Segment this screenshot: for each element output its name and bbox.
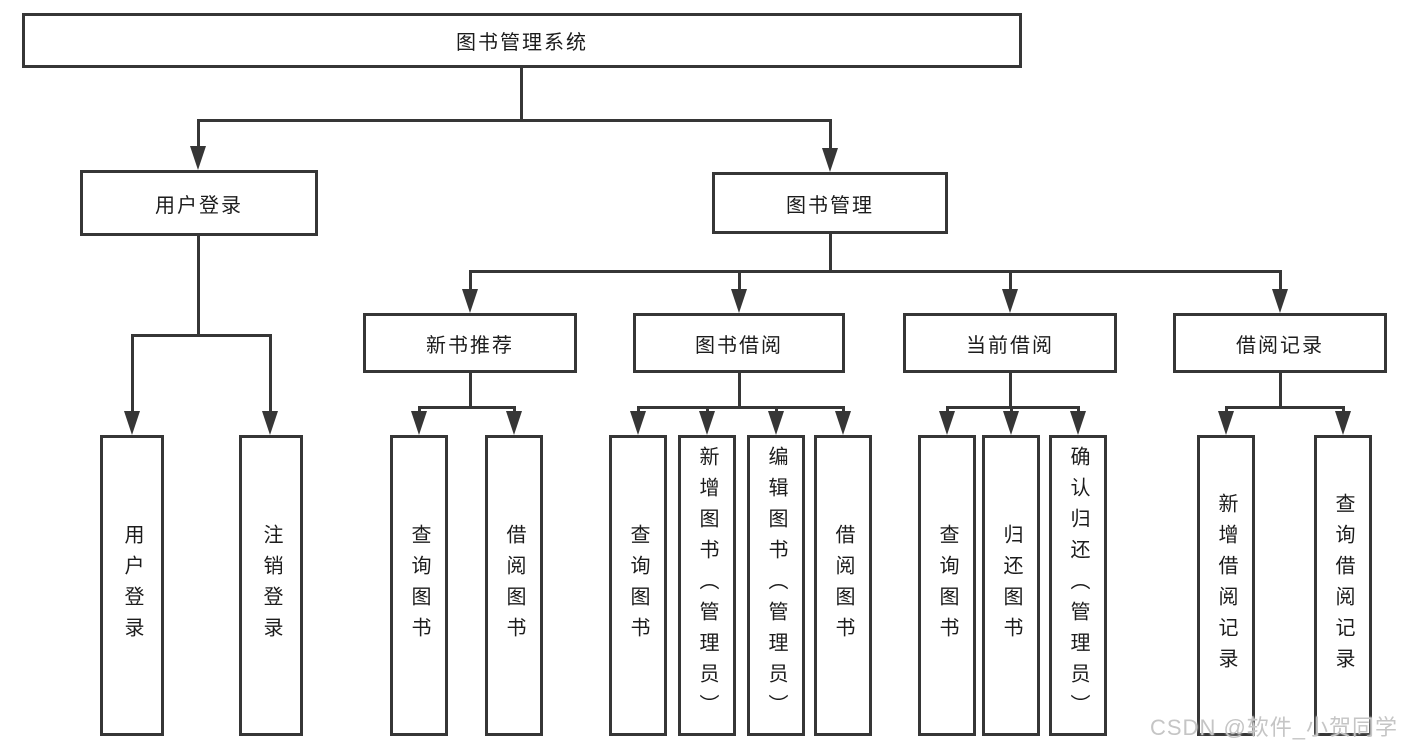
connector-root-to-userlogin	[197, 119, 200, 148]
leaf-newbook-borrow-books: 借阅图书	[485, 435, 543, 736]
connector-borrowing-stem	[738, 373, 741, 409]
leaf-borrowing-add-books-admin-label: 新增图书（管理员）	[696, 446, 718, 725]
node-book-management: 图书管理	[712, 172, 948, 234]
arrow-to-bb-borrow-books	[835, 411, 851, 435]
arrow-to-cb-query-books	[939, 411, 955, 435]
arrow-to-leaf-user-login	[124, 411, 140, 435]
leaf-borrowing-add-books-admin: 新增图书（管理员）	[678, 435, 736, 736]
arrow-to-current-borrowing	[1002, 289, 1018, 313]
connector-to-leaf-user-login	[131, 334, 134, 413]
connector-to-cb-return	[1010, 406, 1013, 413]
arrow-to-book-borrowing	[731, 289, 747, 313]
node-user-login-branch-label: 用户登录	[155, 194, 243, 217]
arrow-to-bb-add-books	[699, 411, 715, 435]
arrow-to-book-management	[822, 148, 838, 172]
leaf-borrowing-borrow-books: 借阅图书	[814, 435, 872, 736]
arrow-to-cb-confirm-return	[1070, 411, 1086, 435]
leaf-records-add-record: 新增借阅记录	[1197, 435, 1255, 736]
connector-root-to-bookmgmt	[829, 119, 832, 150]
connector-to-br-add	[1225, 406, 1228, 413]
node-book-borrowing-label: 图书借阅	[695, 334, 783, 357]
connector-to-leaf-logout	[269, 334, 272, 413]
leaf-current-query-books-label: 查询图书	[936, 523, 958, 648]
leaf-logout: 注销登录	[239, 435, 303, 736]
leaf-newbook-query-books: 查询图书	[390, 435, 448, 736]
leaf-borrowing-query-books-label: 查询图书	[627, 523, 649, 648]
arrow-to-br-add-record	[1218, 411, 1234, 435]
connector-userlogin-span	[131, 334, 272, 337]
leaf-current-confirm-return-admin-label: 确认归还（管理员）	[1067, 446, 1089, 725]
connector-bookmgmt-stem	[829, 234, 832, 273]
connector-to-nb-query	[418, 406, 421, 413]
connector-to-current-borrowing	[1009, 270, 1012, 291]
csdn-watermark: CSDN @软件_小贺同学	[1150, 715, 1399, 740]
connector-bookmgmt-span	[469, 270, 1282, 273]
node-new-book-recommend-label: 新书推荐	[426, 334, 514, 357]
connector-root-span	[197, 119, 832, 122]
leaf-user-login-label: 用户登录	[121, 523, 143, 648]
connector-to-new-book-recommend	[469, 270, 472, 291]
leaf-current-return-books: 归还图书	[982, 435, 1040, 736]
leaf-logout-label: 注销登录	[260, 523, 282, 648]
leaf-records-add-record-label: 新增借阅记录	[1215, 492, 1237, 679]
connector-current-span	[946, 406, 1080, 409]
node-current-borrowing-label: 当前借阅	[966, 334, 1054, 357]
leaf-records-query-record: 查询借阅记录	[1314, 435, 1372, 736]
leaf-borrowing-query-books: 查询图书	[609, 435, 667, 736]
connector-to-bb-add	[706, 406, 709, 413]
connector-newbook-span	[418, 406, 516, 409]
connector-to-bb-edit	[775, 406, 778, 413]
connector-to-borrowing-records	[1279, 270, 1282, 291]
connector-newbook-stem	[469, 373, 472, 409]
connector-to-bb-borrow	[842, 406, 845, 413]
node-book-management-label: 图书管理	[786, 194, 874, 217]
leaf-current-return-books-label: 归还图书	[1000, 523, 1022, 648]
arrow-to-nb-query-books	[411, 411, 427, 435]
connector-current-stem	[1009, 373, 1012, 409]
arrow-to-leaf-logout	[262, 411, 278, 435]
connector-to-book-borrowing	[738, 270, 741, 291]
arrow-to-nb-borrow-books	[506, 411, 522, 435]
connector-to-cb-query	[946, 406, 949, 413]
node-borrowing-records-label: 借阅记录	[1236, 334, 1324, 357]
arrow-to-new-book-recommend	[462, 289, 478, 313]
connector-root-stem	[520, 68, 523, 122]
connector-userlogin-stem	[197, 236, 200, 337]
arrow-to-borrowing-records	[1272, 289, 1288, 313]
leaf-user-login: 用户登录	[100, 435, 164, 736]
node-root-label: 图书管理系统	[456, 32, 588, 54]
connector-borrowing-span	[637, 406, 845, 409]
leaf-borrowing-borrow-books-label: 借阅图书	[832, 523, 854, 648]
leaf-newbook-borrow-books-label: 借阅图书	[503, 523, 525, 648]
node-current-borrowing: 当前借阅	[903, 313, 1117, 373]
connector-to-nb-borrow	[513, 406, 516, 413]
connector-to-bb-query	[637, 406, 640, 413]
node-new-book-recommend: 新书推荐	[363, 313, 577, 373]
leaf-newbook-query-books-label: 查询图书	[408, 523, 430, 648]
node-user-login-branch: 用户登录	[80, 170, 318, 236]
leaf-borrowing-edit-books-admin: 编辑图书（管理员）	[747, 435, 805, 736]
node-book-borrowing: 图书借阅	[633, 313, 845, 373]
arrow-to-cb-return-books	[1003, 411, 1019, 435]
leaf-current-query-books: 查询图书	[918, 435, 976, 736]
leaf-borrowing-edit-books-admin-label: 编辑图书（管理员）	[765, 446, 787, 725]
connector-records-span	[1225, 406, 1345, 409]
node-borrowing-records: 借阅记录	[1173, 313, 1387, 373]
leaf-current-confirm-return-admin: 确认归还（管理员）	[1049, 435, 1107, 736]
connector-to-cb-confirm	[1077, 406, 1080, 413]
arrow-to-bb-edit-books	[768, 411, 784, 435]
leaf-records-query-record-label: 查询借阅记录	[1332, 492, 1354, 679]
connector-to-br-query	[1342, 406, 1345, 413]
connector-records-stem	[1279, 373, 1282, 409]
node-root-library-system: 图书管理系统	[22, 13, 1022, 68]
arrow-to-user-login-branch	[190, 146, 206, 170]
arrow-to-br-query-record	[1335, 411, 1351, 435]
arrow-to-bb-query-books	[630, 411, 646, 435]
